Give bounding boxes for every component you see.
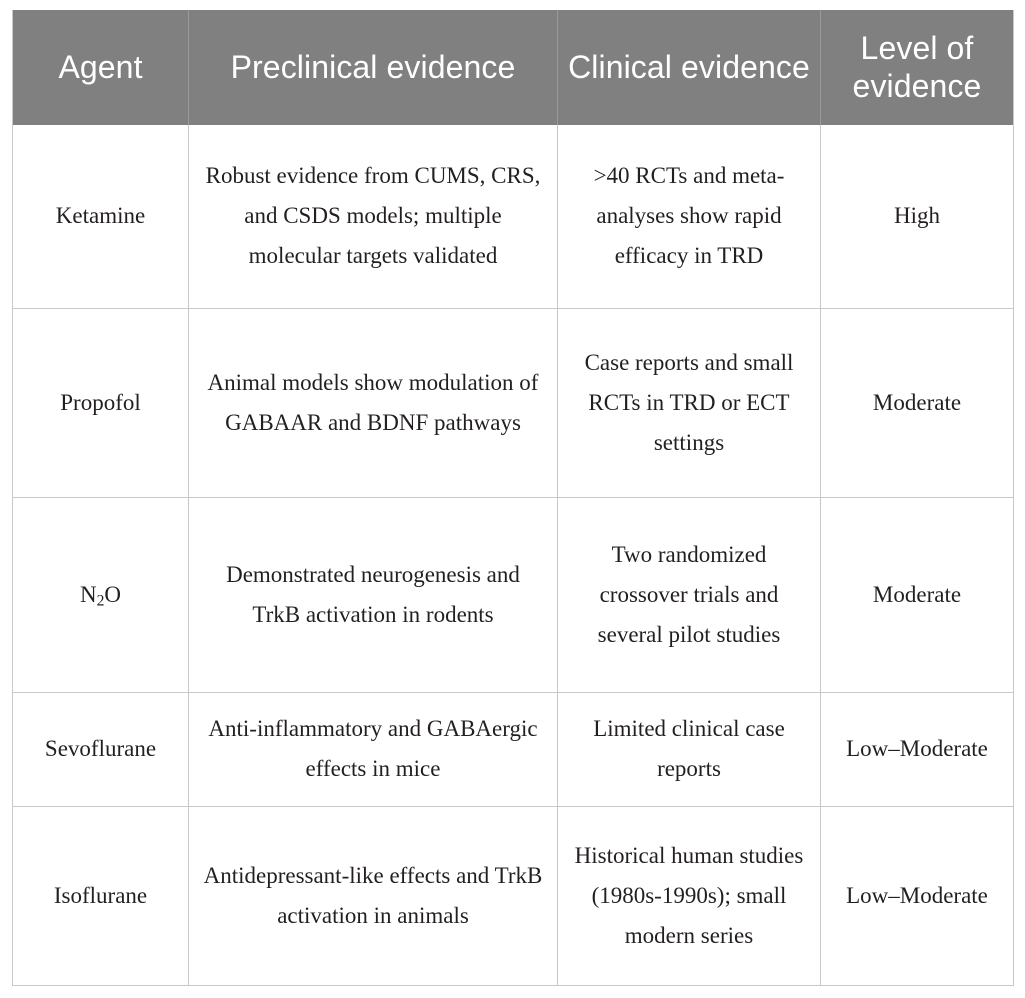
column-header-agent: Agent bbox=[12, 10, 189, 125]
table-row: Sevoflurane Anti-inflammatory and GABAer… bbox=[12, 692, 1014, 807]
agent-name: Sevoflurane bbox=[44, 736, 157, 761]
preclinical-evidence-text: Demonstrated neurogenesis and TrkB activ… bbox=[226, 561, 520, 627]
cell-preclinical-evidence: Antidepressant-like effects and TrkB act… bbox=[188, 806, 558, 985]
table-body: Ketamine Robust evidence from CUMS, CRS,… bbox=[12, 125, 1014, 985]
clinical-evidence-text: Historical human studies (1980s-1990s); … bbox=[574, 842, 804, 948]
agent-evidence-table: Agent Preclinical evidence Clinical evid… bbox=[12, 10, 1014, 986]
preclinical-evidence-text: Anti-inflammatory and GABAergic effects … bbox=[208, 716, 538, 781]
table-row: N2O Demonstrated neurogenesis and TrkB a… bbox=[12, 497, 1014, 693]
table-row: Isoflurane Antidepressant-like effects a… bbox=[12, 806, 1014, 985]
preclinical-evidence-text: Robust evidence from CUMS, CRS, and CSDS… bbox=[205, 163, 541, 269]
agent-name: N2O bbox=[27, 575, 174, 615]
table-header-row: Agent Preclinical evidence Clinical evid… bbox=[12, 10, 1014, 125]
cell-preclinical-evidence: Anti-inflammatory and GABAergic effects … bbox=[188, 692, 558, 807]
cell-level-of-evidence: Moderate bbox=[820, 308, 1014, 498]
cell-level-of-evidence: Moderate bbox=[820, 497, 1014, 693]
level-of-evidence-text: Low–Moderate bbox=[846, 736, 988, 761]
level-of-evidence-text: High bbox=[894, 203, 940, 229]
cell-preclinical-evidence: Demonstrated neurogenesis and TrkB activ… bbox=[188, 497, 558, 693]
column-header-clinical-evidence: Clinical evidence bbox=[557, 10, 821, 125]
cell-clinical-evidence: Limited clinical case reports bbox=[557, 692, 821, 807]
cell-agent: Ketamine bbox=[12, 125, 189, 309]
cell-agent: N2O bbox=[12, 497, 189, 693]
cell-agent: Propofol bbox=[12, 308, 189, 498]
column-header-level-of-evidence: Level of evidence bbox=[820, 10, 1014, 125]
agent-name: Propofol bbox=[60, 389, 141, 415]
cell-clinical-evidence: >40 RCTs and meta-analyses show rapid ef… bbox=[557, 125, 821, 309]
level-of-evidence-text: Moderate bbox=[872, 581, 962, 607]
preclinical-evidence-text: Animal models show modulation of GABAAR … bbox=[207, 369, 539, 435]
cell-agent: Isoflurane bbox=[12, 806, 189, 985]
cell-clinical-evidence: Two randomized crossover trials and seve… bbox=[557, 497, 821, 693]
agent-name-tail: O bbox=[104, 581, 122, 607]
cell-preclinical-evidence: Robust evidence from CUMS, CRS, and CSDS… bbox=[188, 125, 558, 309]
cell-preclinical-evidence: Animal models show modulation of GABAAR … bbox=[188, 308, 558, 498]
cell-level-of-evidence: Low–Moderate bbox=[820, 692, 1014, 807]
agent-name-base: N bbox=[79, 581, 97, 607]
table-header: Agent Preclinical evidence Clinical evid… bbox=[12, 10, 1014, 125]
cell-level-of-evidence: Low–Moderate bbox=[820, 806, 1014, 985]
preclinical-evidence-text: Antidepressant-like effects and TrkB act… bbox=[203, 862, 543, 928]
clinical-evidence-text: Limited clinical case reports bbox=[593, 716, 785, 781]
clinical-evidence-text: >40 RCTs and meta-analyses show rapid ef… bbox=[593, 163, 785, 269]
table-row: Propofol Animal models show modulation o… bbox=[12, 308, 1014, 498]
cell-level-of-evidence: High bbox=[820, 125, 1014, 309]
agent-name: Ketamine bbox=[55, 203, 146, 229]
column-header-preclinical-evidence: Preclinical evidence bbox=[188, 10, 558, 125]
cell-agent: Sevoflurane bbox=[12, 692, 189, 807]
agent-name: Isoflurane bbox=[53, 882, 148, 908]
evidence-table-container: Agent Preclinical evidence Clinical evid… bbox=[12, 10, 1014, 986]
clinical-evidence-text: Two randomized crossover trials and seve… bbox=[597, 541, 781, 647]
table-row: Ketamine Robust evidence from CUMS, CRS,… bbox=[12, 125, 1014, 309]
level-of-evidence-text: Moderate bbox=[872, 389, 962, 415]
cell-clinical-evidence: Historical human studies (1980s-1990s); … bbox=[557, 806, 821, 985]
clinical-evidence-text: Case reports and small RCTs in TRD or EC… bbox=[584, 349, 794, 455]
level-of-evidence-text: Low–Moderate bbox=[846, 882, 988, 908]
cell-clinical-evidence: Case reports and small RCTs in TRD or EC… bbox=[557, 308, 821, 498]
agent-name-subscript: 2 bbox=[96, 591, 105, 609]
